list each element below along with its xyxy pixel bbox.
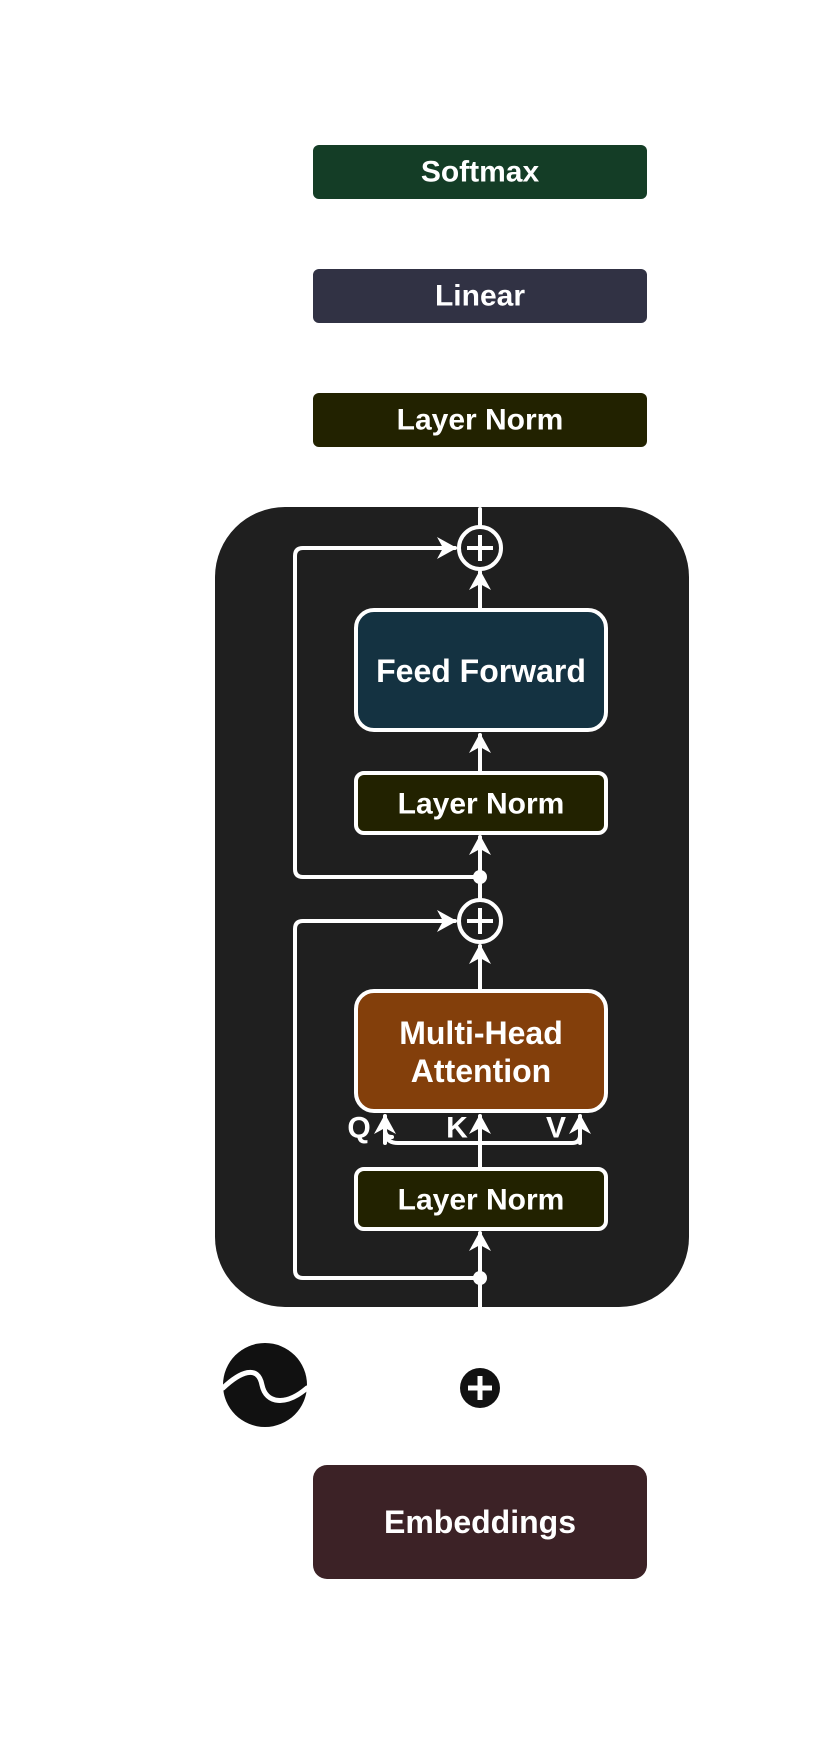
feed-forward-block: Feed Forward: [354, 608, 608, 732]
embedding-add: [460, 1368, 500, 1408]
final-layer-norm-box: [313, 393, 647, 447]
sine-wave-icon: [223, 1343, 307, 1427]
feed-forward-label: Feed Forward: [376, 653, 586, 689]
attention-label-line2: Attention: [411, 1053, 551, 1089]
sine-wave-curve: [220, 1369, 310, 1403]
layer-norm-attn-box: [354, 1167, 608, 1231]
linear-box: [313, 269, 647, 323]
linear-label: Linear: [435, 280, 525, 313]
layer-norm-ff-label: Layer Norm: [398, 788, 565, 821]
positional-encoding: [220, 1343, 310, 1427]
embeddings-box: [313, 1465, 647, 1579]
residual-add-ff: [457, 525, 503, 571]
branch-dot-ff: [473, 870, 487, 884]
embeddings-block: Embeddings: [313, 1465, 647, 1579]
layer-norm-attn-block: Layer Norm: [354, 1167, 608, 1231]
branch-dot-attn: [473, 1271, 487, 1285]
final-layer-norm-label: Layer Norm: [397, 404, 564, 437]
residual-skip-attn: [293, 910, 482, 1280]
residual-skip-ff: [293, 537, 482, 879]
embeddings-label: Embeddings: [384, 1504, 576, 1540]
v-label: V: [546, 1112, 566, 1145]
feed-forward-box: [354, 608, 608, 732]
multi-head-attention-box: [354, 989, 608, 1113]
softmax-block: Softmax: [313, 145, 647, 199]
final-layer-norm-block: Layer Norm: [313, 393, 647, 447]
residual-add-attn: [457, 898, 503, 944]
k-label: K: [446, 1112, 468, 1145]
linear-block: Linear: [313, 269, 647, 323]
multi-head-attention-block: Multi-Head Attention: [354, 989, 608, 1113]
attention-label-line1: Multi-Head: [399, 1015, 563, 1051]
layer-norm-attn-label: Layer Norm: [398, 1184, 565, 1217]
layer-norm-ff-block: Layer Norm: [354, 771, 608, 835]
layer-norm-ff-box: [354, 771, 608, 835]
softmax-box: [313, 145, 647, 199]
q-label: Q: [347, 1112, 370, 1145]
softmax-label: Softmax: [421, 156, 540, 189]
